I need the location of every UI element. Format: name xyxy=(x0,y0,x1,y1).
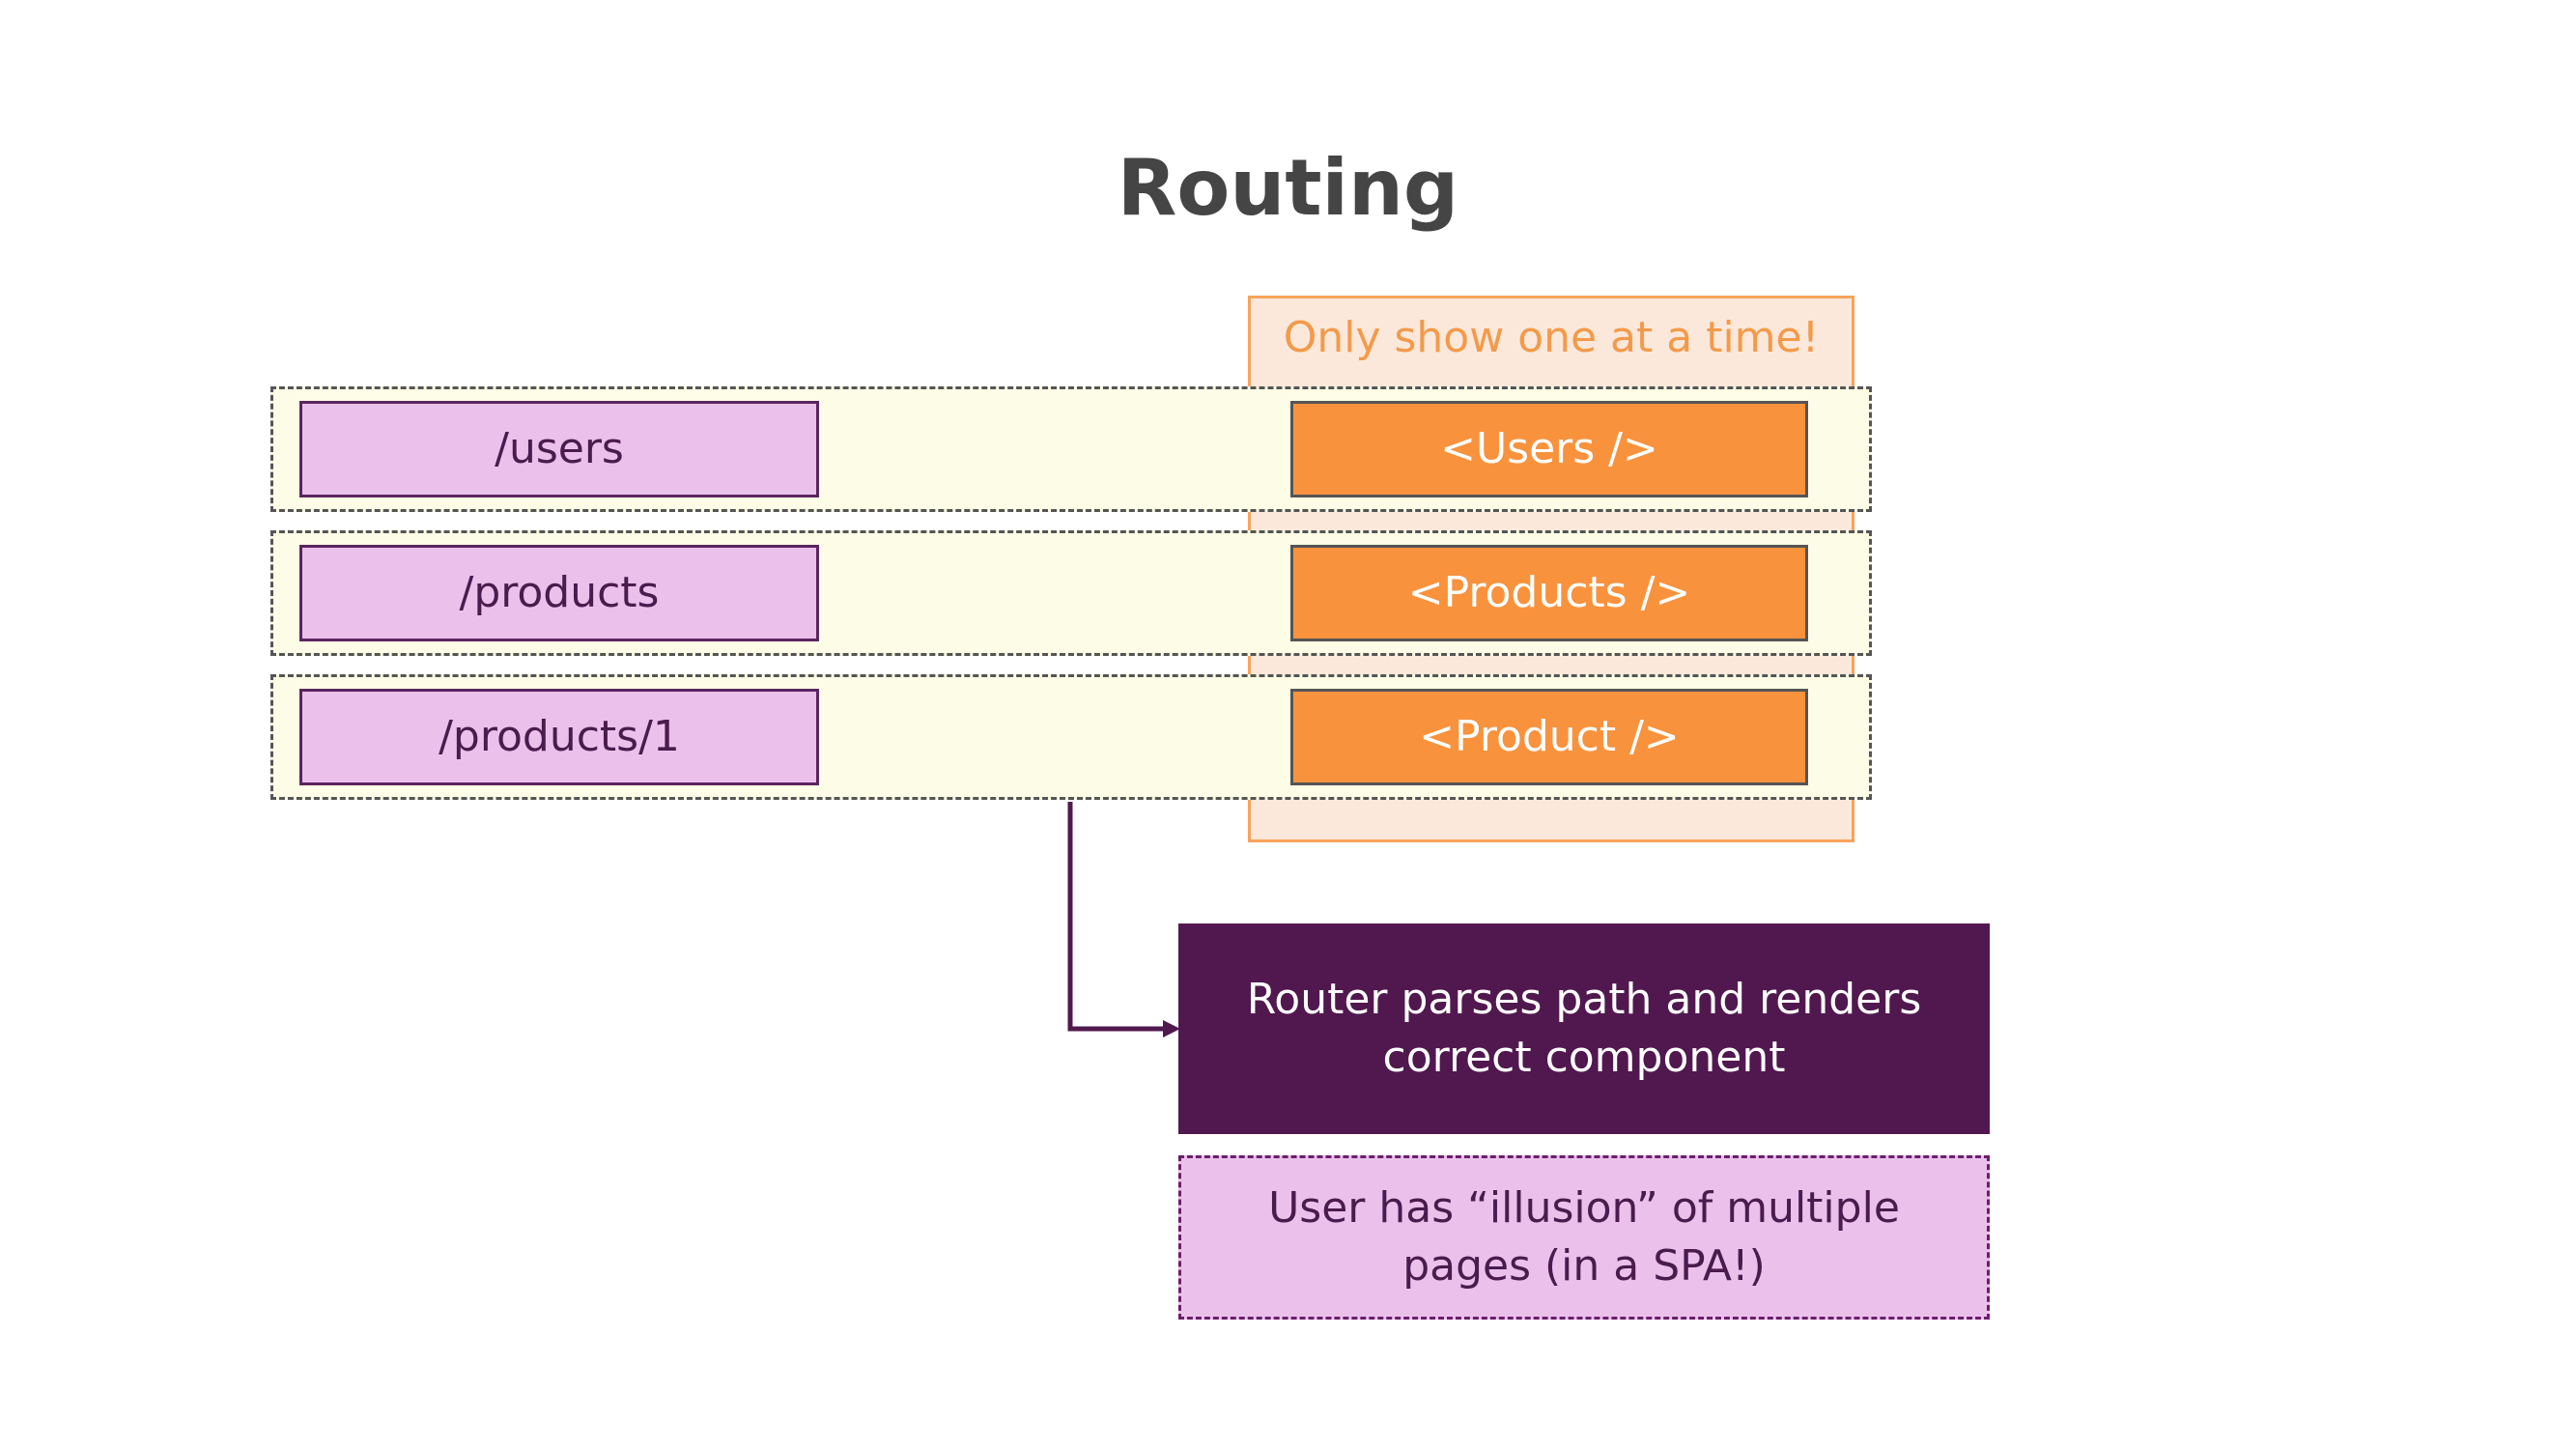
router-note-text: Router parses path and renders correct c… xyxy=(1246,975,1922,1082)
illusion-note-text: User has “illusion” of multiple pages (i… xyxy=(1268,1183,1900,1291)
path-users: /users xyxy=(299,401,819,497)
path-products: /products xyxy=(299,545,819,641)
single-display-label: Only show one at a time! xyxy=(1283,313,1820,362)
component-products: <Products /> xyxy=(1290,545,1808,641)
illusion-note-box: User has “illusion” of multiple pages (i… xyxy=(1178,1155,1990,1320)
slide-title: Routing xyxy=(1117,143,1459,233)
router-note-box: Router parses path and renders correct c… xyxy=(1178,923,1990,1134)
path-product-detail: /products/1 xyxy=(299,689,819,785)
component-users: <Users /> xyxy=(1290,401,1808,497)
component-product: <Product /> xyxy=(1290,689,1808,785)
